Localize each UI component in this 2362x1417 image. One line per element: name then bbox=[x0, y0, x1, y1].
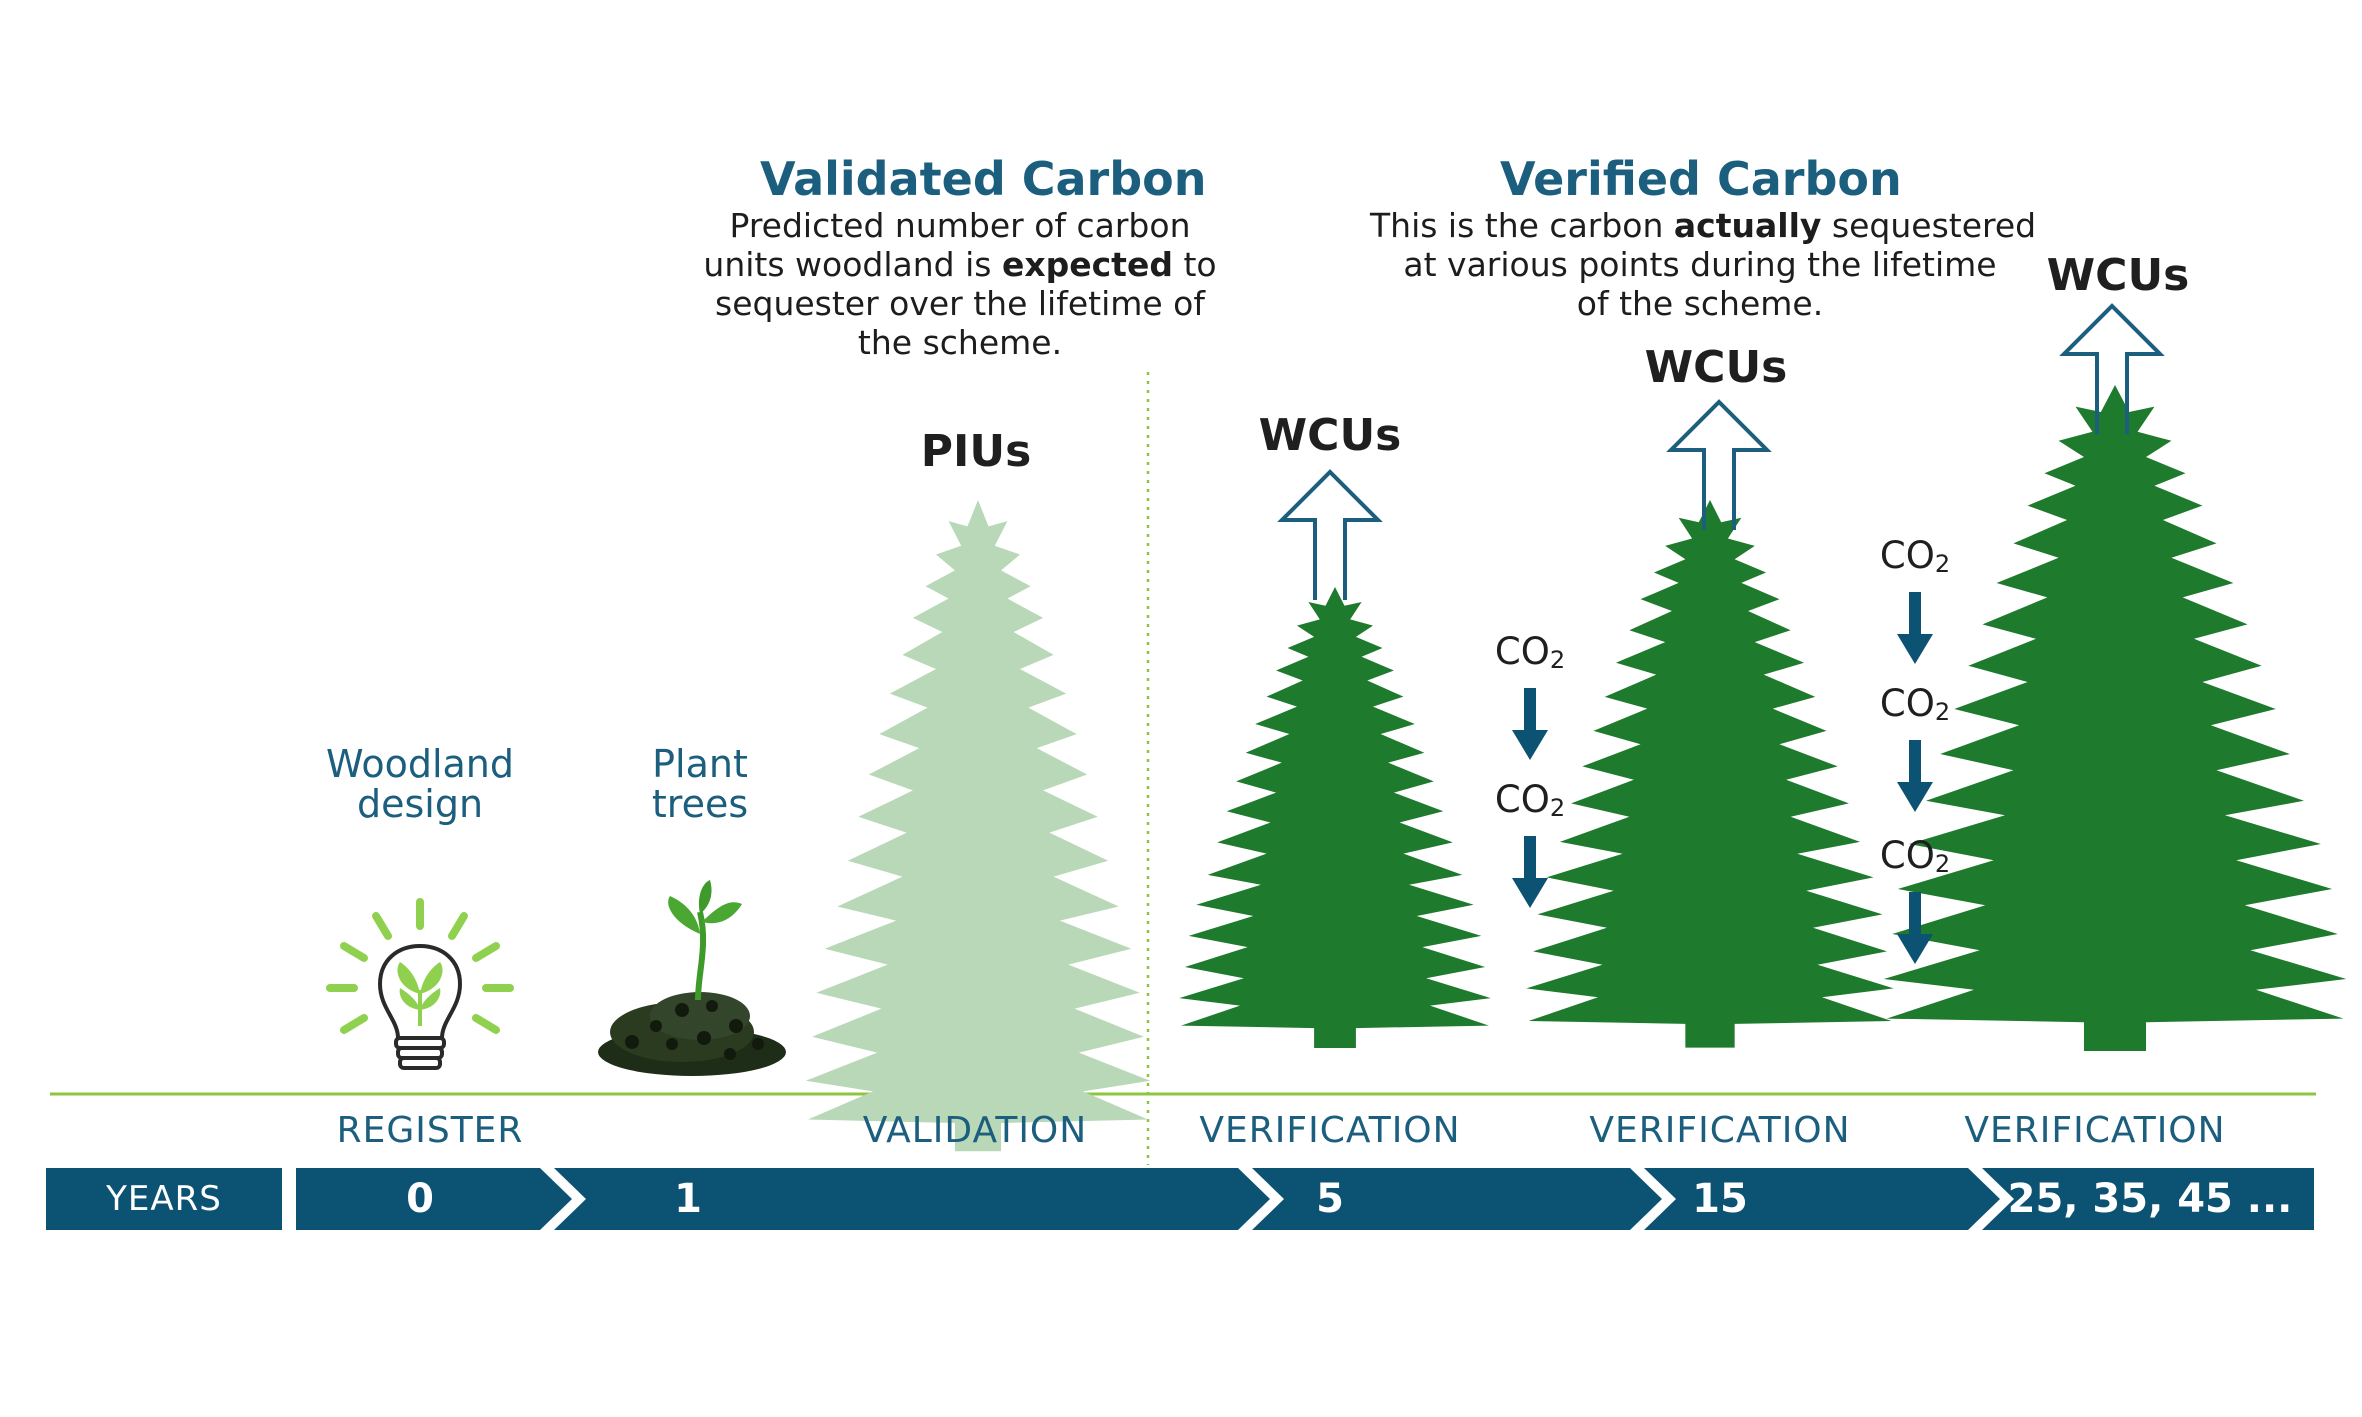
woodland-design-label: Woodland design bbox=[325, 742, 514, 826]
wcu-label-1: WCUs bbox=[1258, 410, 1402, 461]
up-arrow-icon-2 bbox=[1669, 400, 1769, 532]
conifer-tree-icon-small bbox=[1179, 587, 1491, 1049]
conifer-tree-icon-medium bbox=[1526, 500, 1894, 1048]
timeline-segment-0 bbox=[296, 1168, 572, 1230]
down-arrow-icon bbox=[1512, 688, 1548, 760]
verified-carbon-description: This is the carbon actually sequestered … bbox=[1370, 206, 2037, 323]
verified-carbon-heading: Verified Carbon bbox=[1500, 152, 1902, 206]
year-label-5: 5 bbox=[1316, 1176, 1344, 1222]
year-label-0: 0 bbox=[406, 1176, 434, 1222]
timeline-segment-15 bbox=[1644, 1168, 2000, 1230]
phase-label-register: REGISTER bbox=[336, 1110, 524, 1151]
co2-label: CO2 bbox=[1879, 534, 1951, 578]
years-label-box bbox=[46, 1168, 282, 1230]
lightbulb-sprout-icon bbox=[326, 898, 514, 1070]
plant-trees-label: Plant trees bbox=[651, 742, 749, 826]
piu-label: PIUs bbox=[920, 426, 1032, 477]
wcu-label-3: WCUs bbox=[2046, 250, 2190, 301]
year-label-15: 15 bbox=[1692, 1176, 1748, 1222]
phase-label-verification-2: VERIFICATION bbox=[1589, 1110, 1851, 1151]
up-arrow-icon-1 bbox=[1280, 470, 1380, 602]
co2-label: CO2 bbox=[1494, 778, 1566, 822]
soil-sprout-icon bbox=[598, 880, 786, 1076]
timeline-segment-25 bbox=[1982, 1168, 2314, 1230]
validated-carbon-description: Predicted number of carbon units woodlan… bbox=[703, 206, 1217, 362]
wcu-label-2: WCUs bbox=[1644, 342, 1788, 393]
co2-label: CO2 bbox=[1494, 630, 1566, 674]
year-label-25: 25, 35, 45 ... bbox=[2007, 1176, 2293, 1222]
timeline-segment-5 bbox=[1252, 1168, 1662, 1230]
conifer-tree-icon-light bbox=[805, 500, 1151, 1152]
down-arrow-icon bbox=[1512, 836, 1548, 908]
phase-label-verification-1: VERIFICATION bbox=[1199, 1110, 1461, 1151]
co2-label: CO2 bbox=[1879, 682, 1951, 726]
down-arrow-icon bbox=[1897, 592, 1933, 664]
down-arrow-icon bbox=[1897, 740, 1933, 812]
phase-label-verification-3: VERIFICATION bbox=[1964, 1110, 2226, 1151]
co2-label: CO2 bbox=[1879, 834, 1951, 878]
year-label-1: 1 bbox=[674, 1176, 702, 1222]
timeline-segment-1 bbox=[554, 1168, 1270, 1230]
validated-carbon-heading: Validated Carbon bbox=[760, 152, 1207, 206]
years-label: YEARS bbox=[106, 1179, 222, 1219]
phase-label-validation: VALIDATION bbox=[862, 1110, 1088, 1151]
